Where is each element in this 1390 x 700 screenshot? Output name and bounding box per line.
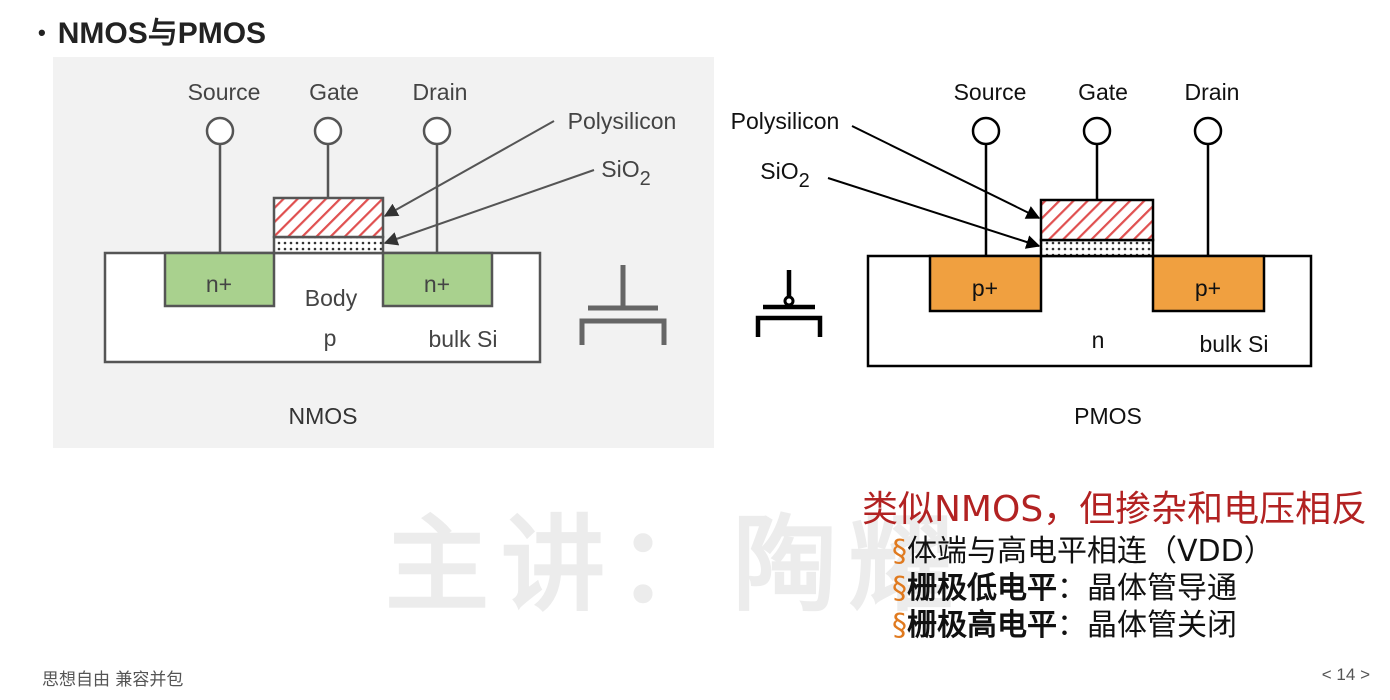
- title-text: NMOS与PMOS: [57, 17, 267, 50]
- nmos-polysilicon-label: Polysilicon: [568, 108, 677, 134]
- nmos-caption: NMOS: [289, 403, 358, 429]
- pmos-drain-label: Drain: [1185, 79, 1240, 105]
- section-sign: §: [892, 571, 907, 606]
- notes-title: 类似NMOS，但掺杂和电压相反: [862, 489, 1368, 530]
- pmos-source-diffusion-label: p+: [972, 275, 998, 301]
- pmos-drain-terminal: [1193, 116, 1223, 146]
- note-bold: 栅极低电平: [907, 571, 1057, 606]
- pmos-diagram: [827, 116, 1313, 368]
- nmos-drain-label: Drain: [413, 79, 468, 105]
- nmos-body-label: Body: [305, 285, 358, 311]
- nmos-source-label: Source: [188, 79, 261, 105]
- pmos-polysilicon-label: Polysilicon: [731, 108, 840, 134]
- pmos-gate-label: Gate: [1078, 79, 1128, 105]
- nmos-substrate-label: bulk Si: [428, 326, 497, 352]
- note-item: §栅极高电平：晶体管关闭: [862, 607, 1367, 644]
- section-sign: §: [892, 608, 907, 643]
- pmos-source-label: Source: [954, 79, 1027, 105]
- bullet: •: [38, 20, 46, 45]
- nmos-source-diffusion-label: n+: [206, 271, 232, 297]
- note-text: ：晶体管导通: [1057, 571, 1237, 606]
- page-number: < 14 >: [1321, 665, 1370, 684]
- pmos-drain-diffusion-label: p+: [1195, 275, 1221, 301]
- pmos-polysilicon: [1039, 198, 1155, 242]
- nmos-symbol: [579, 265, 667, 345]
- page-title: • NMOS与PMOS: [38, 8, 266, 52]
- pmos-sio2-label: SiO2: [760, 158, 809, 192]
- footer-motto: 思想自由 兼容并包: [42, 670, 184, 690]
- nmos-diagram: [103, 116, 595, 364]
- nmos-oxide: [272, 235, 385, 255]
- nmos-polysilicon: [272, 196, 385, 239]
- pmos-oxide-arrow: [827, 177, 1041, 249]
- section-sign: §: [892, 534, 907, 569]
- nmos-oxide-arrow: [383, 169, 595, 246]
- pmos-symbol: [755, 270, 823, 337]
- pmos-substrate-label: bulk Si: [1199, 331, 1268, 357]
- nmos-source-terminal: [205, 116, 235, 146]
- pmos-drain-diffusion: [1151, 254, 1266, 313]
- pmos-source-terminal: [971, 116, 1001, 146]
- pmos-oxide: [1039, 238, 1155, 258]
- note-text: ：晶体管关闭: [1057, 608, 1237, 643]
- pmos-gate-terminal: [1082, 116, 1112, 146]
- nmos-poly-arrow: [383, 120, 555, 217]
- pmos-poly-arrow: [851, 125, 1041, 219]
- watermark: 主讲：陶耀: [385, 504, 966, 626]
- note-item: §体端与高电平相连（VDD）: [862, 533, 1367, 570]
- nmos-drain-diffusion-label: n+: [424, 271, 450, 297]
- nmos-gate-label: Gate: [309, 79, 359, 105]
- note-text: 体端与高电平相连（VDD）: [907, 534, 1274, 569]
- pmos-body-type-label: n: [1092, 327, 1105, 353]
- nmos-body-type-label: p: [324, 325, 337, 351]
- note-item: §栅极低电平：晶体管导通: [862, 570, 1367, 607]
- pmos-caption: PMOS: [1074, 403, 1142, 429]
- nmos-drain-terminal: [422, 116, 452, 146]
- note-bold: 栅极高电平: [907, 608, 1057, 643]
- pmos-source-diffusion: [928, 254, 1043, 313]
- nmos-sio2-label: SiO2: [601, 156, 650, 190]
- nmos-gate-terminal: [313, 116, 343, 146]
- pmos-notes: 类似NMOS，但掺杂和电压相反 §体端与高电平相连（VDD） §栅极低电平：晶体…: [862, 487, 1367, 644]
